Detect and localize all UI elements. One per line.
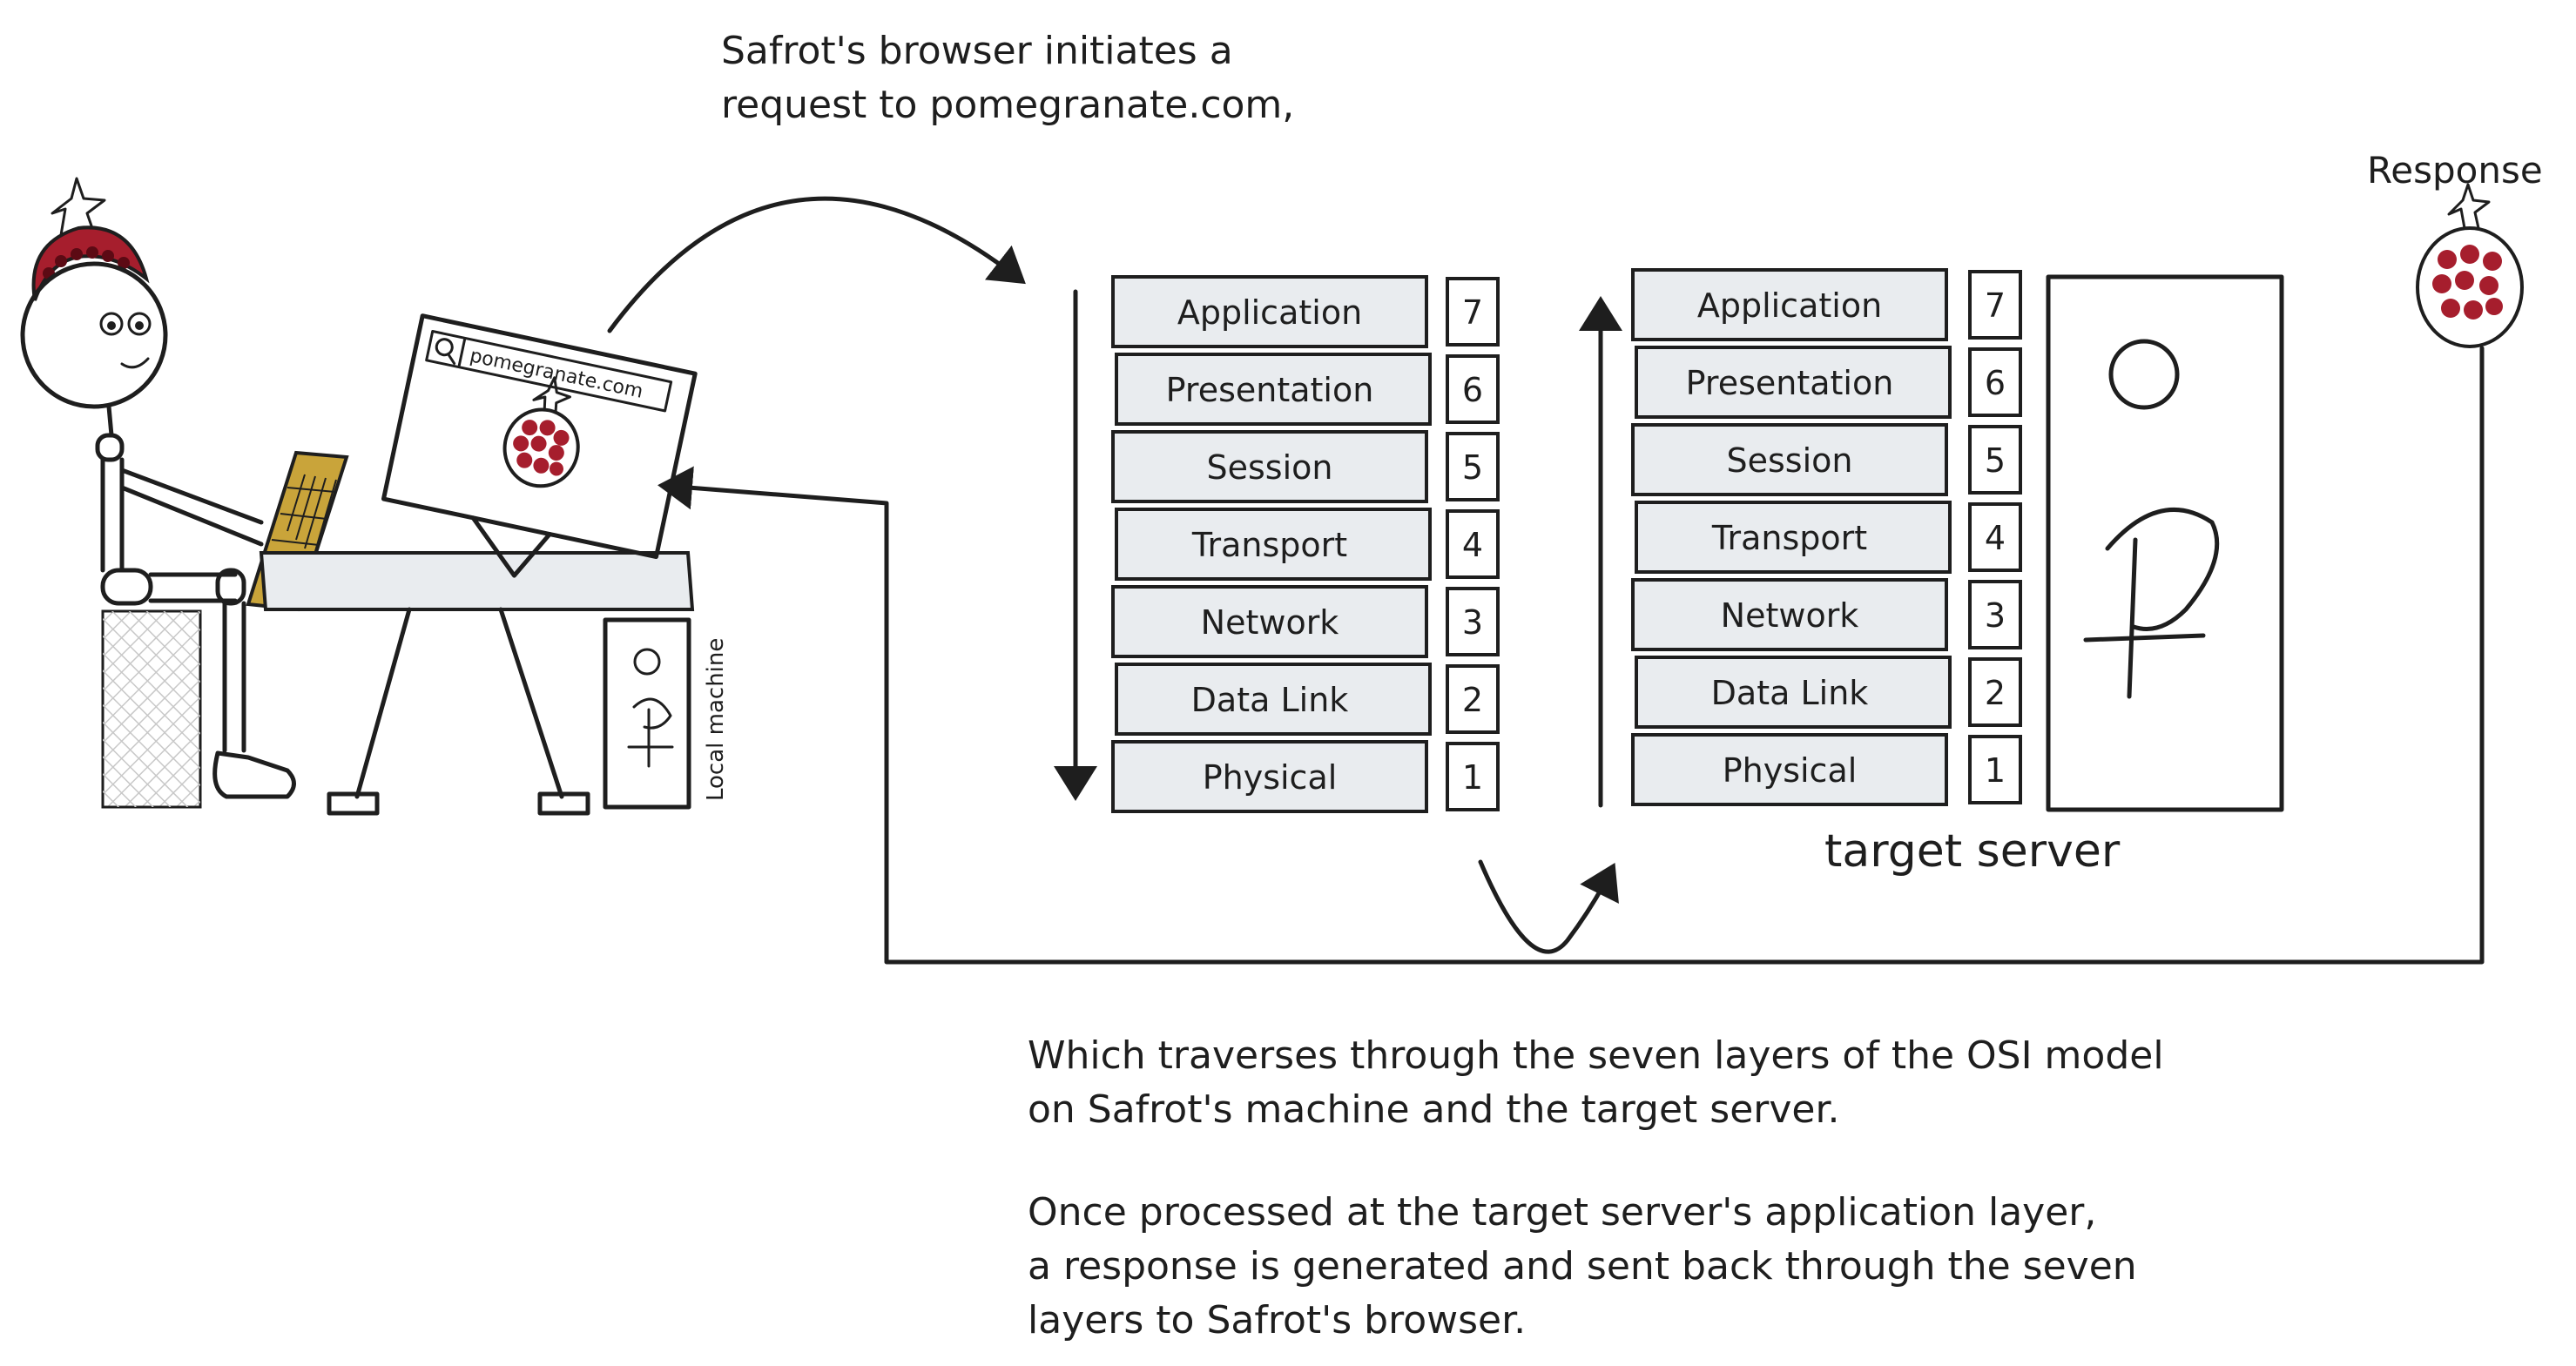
layer-box xyxy=(1111,740,1428,813)
response-label: Response xyxy=(2367,149,2543,192)
osi-layer-physical: Physical 1 xyxy=(1631,733,2022,806)
osi-layer-session: Session 5 xyxy=(1631,423,2022,496)
layer-number-box xyxy=(1446,509,1500,579)
layer-number: 1 xyxy=(1985,751,2006,790)
layer-number-box xyxy=(1446,664,1500,734)
layer-name: Physical xyxy=(1203,758,1338,797)
pomegranate-icon xyxy=(502,376,580,488)
layer-name: Physical xyxy=(1723,751,1858,790)
layer-name: Data Link xyxy=(1191,681,1349,719)
layer-number: 3 xyxy=(1985,596,2006,635)
layer-number: 5 xyxy=(1462,448,1483,487)
layer-box xyxy=(1635,346,1952,419)
search-icon xyxy=(435,338,454,357)
layer-box xyxy=(1111,430,1428,503)
layer-number-box xyxy=(1446,432,1500,501)
layer-name: Presentation xyxy=(1686,364,1894,402)
layer-box xyxy=(1111,585,1428,658)
layer-box xyxy=(1635,656,1952,729)
osi-layer-network: Network 3 xyxy=(1631,578,2022,651)
osi-layer-transport: Transport 4 xyxy=(1115,508,1500,581)
layer-name: Application xyxy=(1177,293,1362,332)
layer-number: 4 xyxy=(1985,519,2006,557)
explanation-paragraph-2: Once processed at the target server's ap… xyxy=(1028,1190,2137,1342)
layer-number-box xyxy=(1968,580,2022,649)
layer-number-box xyxy=(1446,277,1500,347)
request-arrow xyxy=(607,196,1026,333)
layer-name: Network xyxy=(1721,596,1859,635)
response-path-arrow xyxy=(657,346,2485,965)
layer-name: Transport xyxy=(1711,519,1867,557)
layer-name: Network xyxy=(1201,603,1339,642)
explanation-paragraph-1: Which traverses through the seven layers… xyxy=(1028,1033,2164,1132)
request-caption: Safrot's browser initiates a request to … xyxy=(721,29,1295,127)
layer-number: 7 xyxy=(1985,286,2006,325)
layer-box xyxy=(1115,663,1432,736)
osi-layer-data-link: Data Link 2 xyxy=(1115,663,1500,736)
osi-layer-physical: Physical 1 xyxy=(1111,740,1500,813)
layer-number-box xyxy=(1968,270,2022,340)
osi-layer-application: Application 7 xyxy=(1111,275,1500,348)
layer-number-box xyxy=(1968,735,2022,804)
layer-number-box xyxy=(1968,657,2022,727)
layer-number-box xyxy=(1446,587,1500,656)
layer-box xyxy=(1631,578,1948,651)
osi-layer-data-link: Data Link 2 xyxy=(1635,656,2022,729)
layer-box xyxy=(1631,733,1948,806)
osi-layer-application: Application 7 xyxy=(1631,268,2022,341)
layer-box xyxy=(1111,275,1428,348)
layer-name: Data Link xyxy=(1711,674,1869,712)
layer-box xyxy=(1631,423,1948,496)
osi-layer-session: Session 5 xyxy=(1111,430,1500,503)
layer-box xyxy=(1115,353,1432,426)
layer-number-box xyxy=(1968,502,2022,572)
server-tower xyxy=(2046,274,2284,812)
layer-number: 4 xyxy=(1462,526,1483,564)
crown-leaf-icon xyxy=(51,177,106,237)
layer-name: Presentation xyxy=(1166,371,1374,409)
layer-name: Application xyxy=(1697,286,1882,325)
browser-address-bar[interactable] xyxy=(425,329,673,413)
layer-number: 6 xyxy=(1985,364,2006,402)
layer-number: 1 xyxy=(1462,758,1483,797)
osi-layer-transport: Transport 4 xyxy=(1635,501,2022,574)
layer-number-box xyxy=(1968,347,2022,417)
desk xyxy=(259,551,695,816)
person-figure xyxy=(20,177,296,809)
layer-number: 6 xyxy=(1462,371,1483,409)
layer-box xyxy=(1635,501,1952,574)
target-server-label: target server xyxy=(1824,825,2121,878)
layer-name: Session xyxy=(1207,448,1333,487)
transition-arrow xyxy=(1478,859,1619,954)
layer-name: Session xyxy=(1727,441,1853,480)
monitor-screen xyxy=(381,313,698,560)
osi-layer-presentation: Presentation 6 xyxy=(1635,346,2022,419)
response-pomegranate-icon xyxy=(2416,183,2524,348)
layer-number: 7 xyxy=(1462,293,1483,332)
osi-layer-network: Network 3 xyxy=(1111,585,1500,658)
layer-number: 2 xyxy=(1985,674,2006,712)
layer-box xyxy=(1115,508,1432,581)
layer-name: Transport xyxy=(1191,526,1347,564)
layer-number: 3 xyxy=(1462,603,1483,642)
layer-number-box xyxy=(1446,742,1500,811)
layer-number-box xyxy=(1968,425,2022,495)
layer-number: 2 xyxy=(1462,681,1483,719)
layer-box xyxy=(1631,268,1948,341)
local-machine-label: Local machine xyxy=(703,638,729,801)
local-machine-tower: Local machine xyxy=(603,617,729,810)
layer-number-box xyxy=(1446,354,1500,424)
osi-layer-presentation: Presentation 6 xyxy=(1115,353,1500,426)
layer-number: 5 xyxy=(1985,441,2006,480)
head xyxy=(20,261,168,409)
